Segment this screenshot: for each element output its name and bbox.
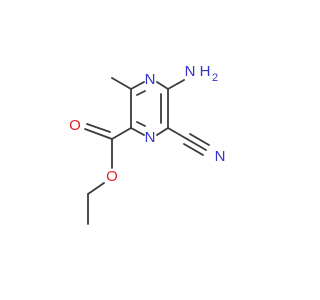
bond-c6-n1 (156, 127, 169, 136)
amino-group: N H 2 (185, 63, 218, 84)
bond-c3-n4 (130, 81, 145, 90)
ester-oxygen: O (106, 168, 118, 185)
bond-nitrile-triple-1 (186, 138, 207, 151)
carbonyl-oxygen: O (69, 117, 81, 134)
bond-n1-c2-double (136, 121, 146, 127)
amino-hydrogen-count: 2 (212, 72, 218, 84)
bond-c6-cn (167, 127, 188, 140)
amino-hydrogen: H (200, 63, 211, 80)
molecule-canvas: N N N H 2 N O O (69, 63, 226, 225)
bond-carbonyl-double-2 (86, 123, 111, 133)
bond-n4-c5 (156, 81, 169, 90)
bond-amino (167, 79, 185, 90)
bond-c2-ccarbonyl (111, 127, 132, 140)
pyrazine-ring (130, 81, 169, 136)
bond-carbonyl-double-1 (84, 128, 113, 140)
ring-nitrogen-top: N (145, 71, 156, 88)
bond-methyl (111, 77, 132, 90)
ring-nitrogen-bottom: N (145, 129, 156, 146)
nitrile-nitrogen: N (215, 148, 226, 165)
bond-c3-n4-double (136, 90, 146, 96)
bond-nitrile-triple-2 (189, 133, 210, 146)
molecule-structure: N N N H 2 N O O (69, 63, 226, 225)
amino-nitrogen: N (185, 63, 196, 80)
bond-nitrile-triple-3 (183, 143, 204, 156)
bond-n1-c2 (130, 127, 145, 136)
bond-oester-ch2 (87, 182, 105, 195)
